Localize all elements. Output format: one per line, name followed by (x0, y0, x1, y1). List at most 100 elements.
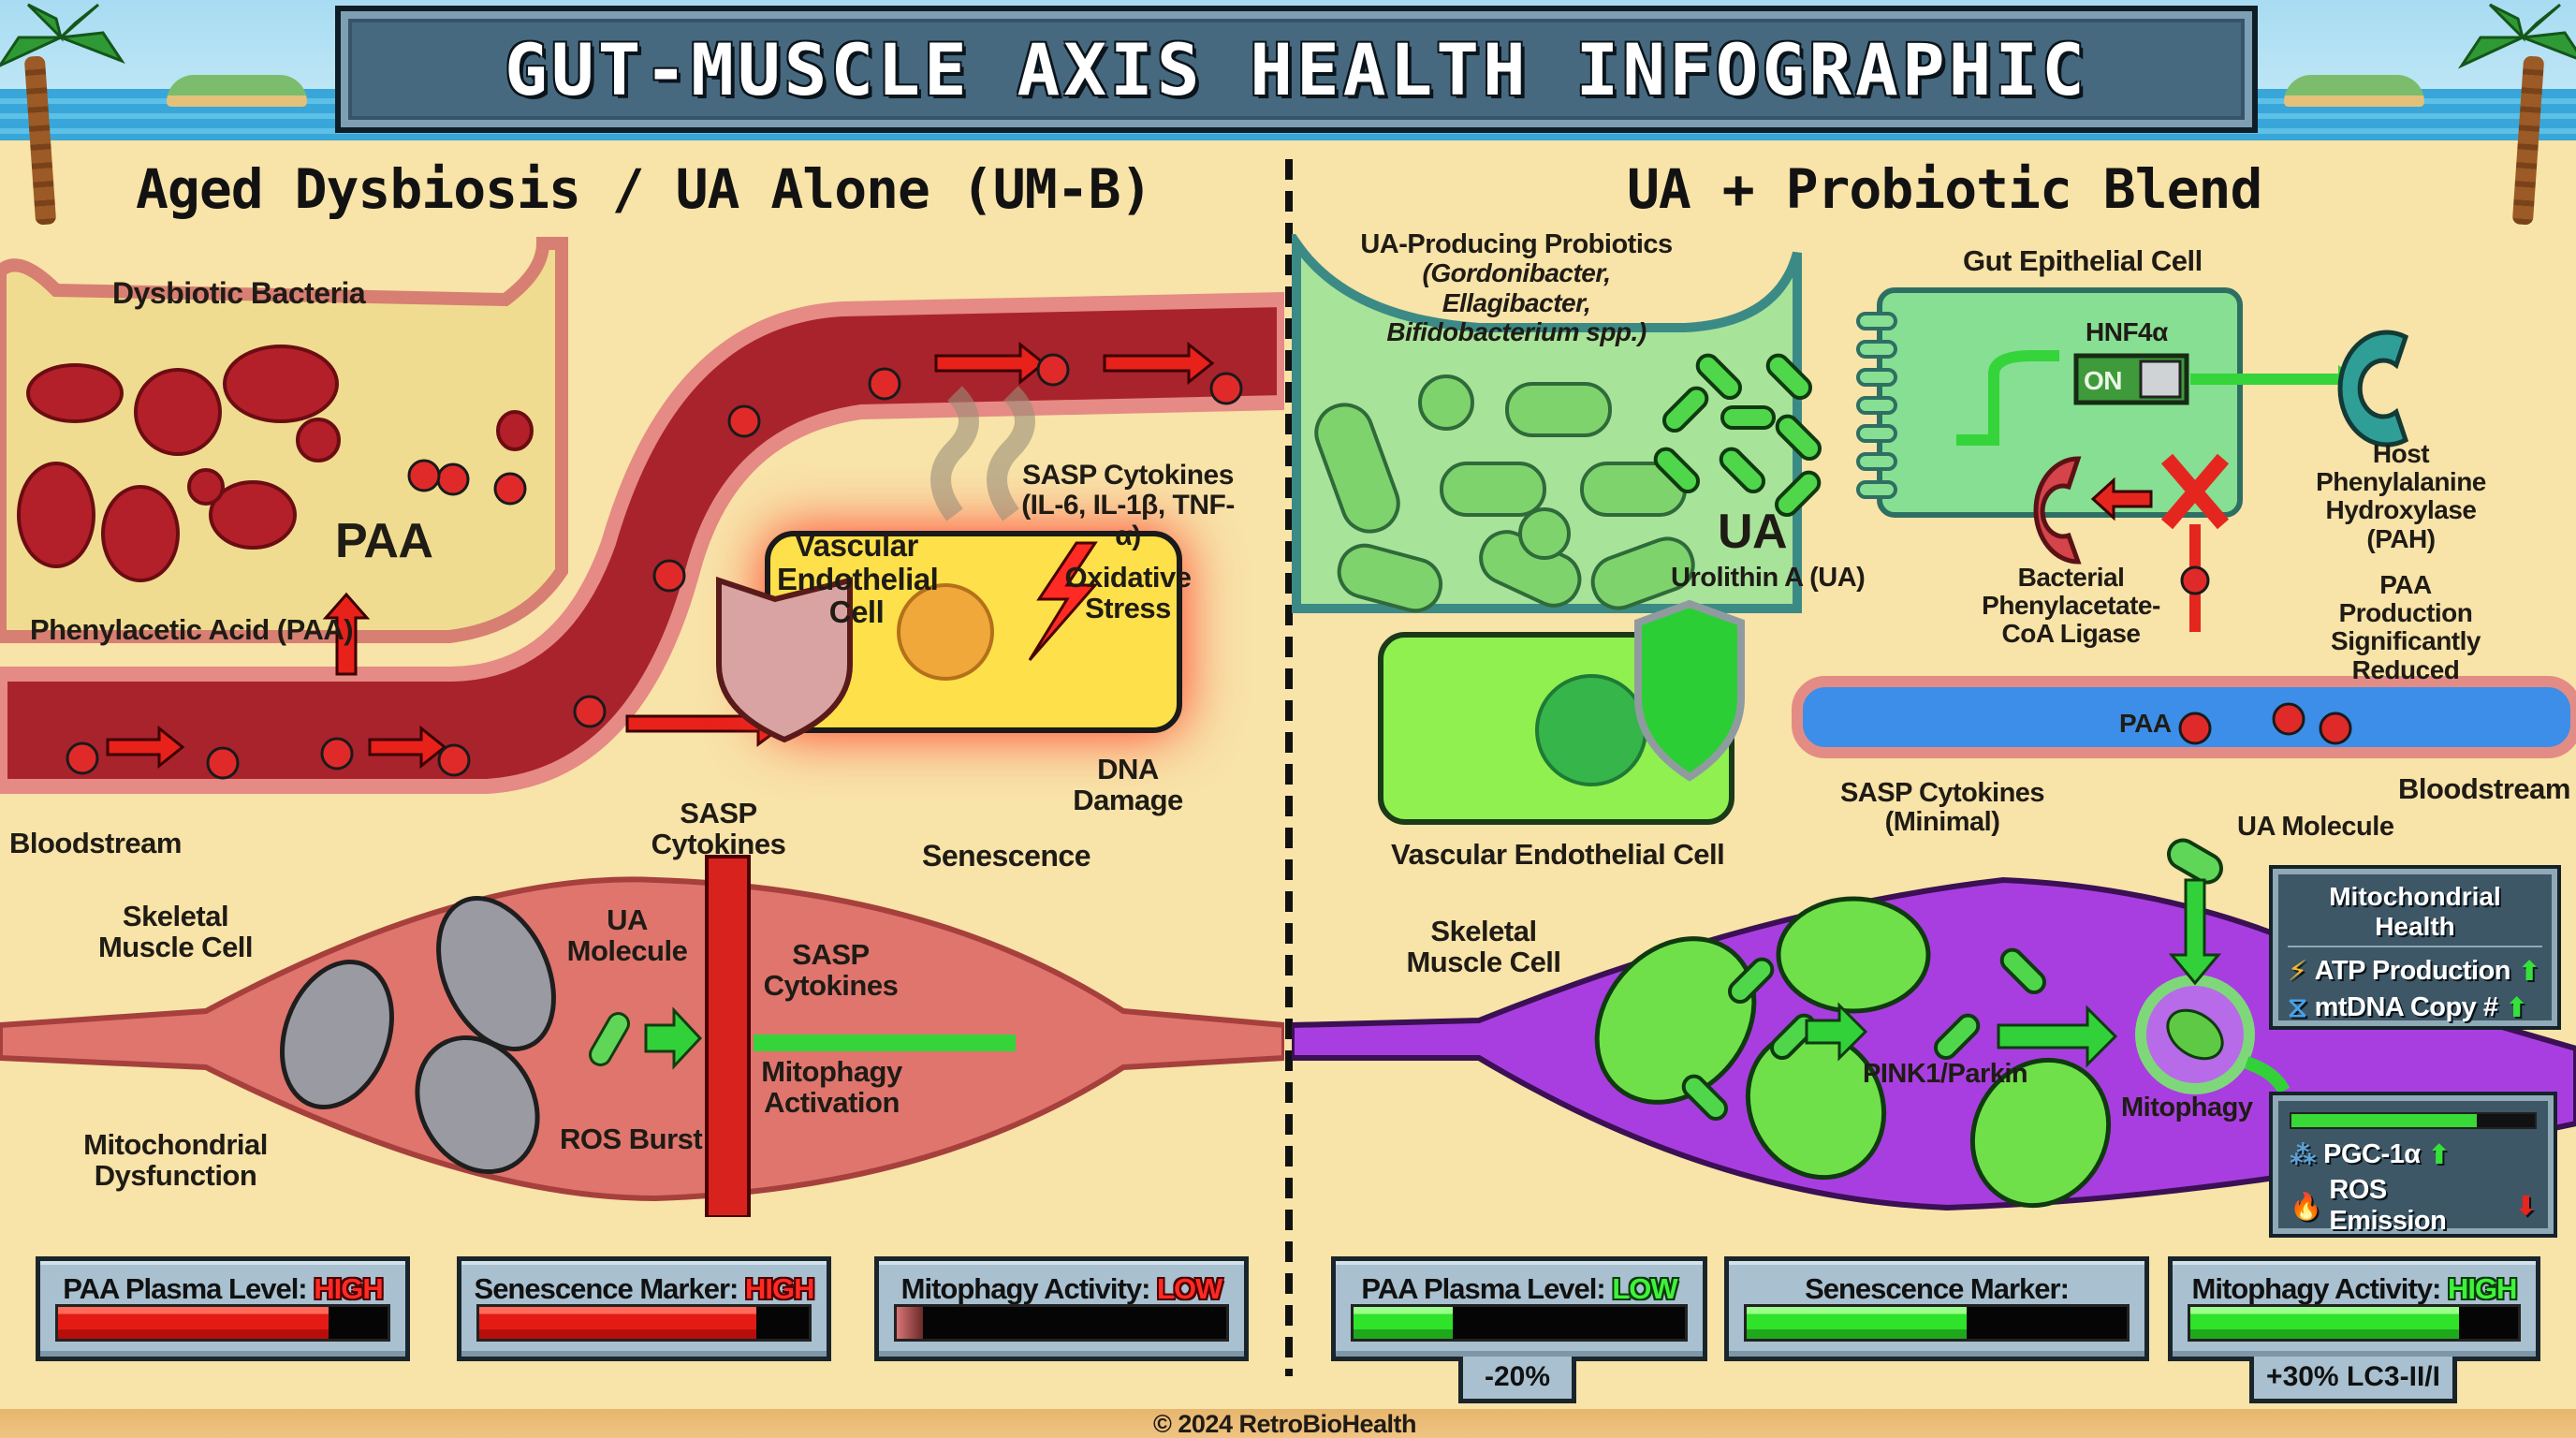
progress-fill (2291, 1114, 2477, 1127)
pah-enzyme-icon (2337, 330, 2409, 448)
label-vascular-endothelial-cell-right: Vascular Endothelial Cell (1391, 838, 1725, 871)
label-oxidative-stress: Oxidative Stress (1064, 561, 1192, 625)
switch-on-label: ON (2084, 366, 2123, 395)
label-dna-damage: DNA Damage (1073, 753, 1183, 817)
palm-leaves-icon (2457, 3, 2576, 69)
arrow-up-icon: ⬆ (2518, 957, 2540, 987)
label-mitophagy-activation: Mitophagy Activation (761, 1055, 902, 1120)
arrow-down-icon: ⬇ (2514, 1191, 2537, 1222)
label-paa-up: PAA (335, 514, 433, 568)
nucleus (897, 583, 994, 681)
arrow-up-icon (322, 592, 371, 676)
smoke-icon (987, 386, 1035, 521)
ua-pill-icon (2167, 838, 2223, 885)
atp-row: ⚡ ATP Production ⬆ (2288, 956, 2540, 987)
arrow-left-icon (2090, 477, 2153, 521)
label-sasp-cytokines-top: SASP Cytokines(IL-6, IL-1β, TNF-α) (1021, 460, 1235, 551)
probiotic-bacteria-cluster (1314, 374, 1695, 613)
stat-label: Senescence Marker: (474, 1272, 739, 1305)
right-diagram-art (1292, 234, 2576, 1211)
arrow-curve-icon (2244, 1056, 2291, 1094)
island-right (2284, 75, 2424, 107)
mitochondrial-health-panel: Mitochondrial Health ⚡ ATP Production ⬆ … (2269, 865, 2561, 1030)
panel-title: Mitochondrial Health (2288, 882, 2542, 947)
stat-value: LOW (1157, 1272, 1222, 1305)
progress-track (476, 1304, 812, 1342)
stat-value: HIGH (744, 1272, 814, 1305)
progress-fill (897, 1307, 924, 1339)
arrow-right-icon (644, 1006, 703, 1070)
ua-pill-icons (1653, 353, 1822, 518)
stat-left-senescence-marker: Senescence Marker: HIGH (457, 1256, 831, 1361)
stat-right-senescence-marker: Senescence Marker: DECREASED (1724, 1256, 2149, 1361)
lightning-icon: ⚡ (2288, 956, 2307, 987)
label-ua-up: UA (1718, 505, 1788, 559)
stat-label: Senescence Marker: (1805, 1272, 2070, 1305)
right-section-title: UA + Probiotic Blend (1627, 157, 2262, 221)
progress-track (55, 1304, 390, 1342)
arrow-right-icon (1997, 1005, 2118, 1068)
stat-label: Mitophagy Activity: (900, 1272, 1151, 1305)
dna-icon: ⧖ (2288, 991, 2307, 1023)
progress-fill (2190, 1307, 2459, 1339)
label-ua-molecule-right: UA Molecule (2237, 812, 2394, 842)
fire-icon: 🔥 (2290, 1191, 2322, 1221)
label-skeletal-muscle-cell-right: Skeletal Muscle Cell (1406, 915, 1561, 979)
label-sasp-minimal: SASP Cytokines (Minimal) (1839, 778, 2045, 838)
label-ua-molecule-left: UA Molecule (566, 903, 688, 968)
label-pink1-parkin: PINK1/Parkin (1863, 1059, 2028, 1089)
label-sasp-cytokines-right: SASP Cytokines (763, 938, 899, 1003)
arrow-right-icon (1805, 1002, 1868, 1062)
mtdna-row: ⧖ mtDNA Copy # ⬆ (2288, 991, 2528, 1024)
progress-fill (479, 1307, 756, 1339)
stat-left-paa-plasma: PAA Plasma Level: HIGH (36, 1256, 410, 1361)
label-probiotics: UA-Producing Probiotics(Gordonibacter, E… (1360, 229, 1673, 346)
page-title: GUT-MUSCLE AXIS HEALTH INFOGRAPHIC (505, 27, 2088, 111)
shield-check-icon (1634, 599, 1745, 782)
progress-track (2188, 1304, 2521, 1342)
nucleus (1535, 674, 1647, 786)
label-bloodstream-right: Bloodstream (2398, 772, 2570, 805)
stat-value: HIGH (2447, 1272, 2517, 1305)
ua-pill-icon (589, 1012, 630, 1066)
sasp-brick-wall (705, 855, 751, 1217)
progress-fill (1354, 1307, 1454, 1339)
dysbiotic-bacteria-cluster (17, 345, 534, 582)
progress-track (1351, 1304, 1688, 1342)
label-sasp-cytokines-wall: SASP Cytokines (651, 797, 786, 861)
skeletal-muscle-cell-left (0, 876, 1284, 1202)
stat-right-paa-plasma: PAA Plasma Level: LOW (1331, 1256, 1707, 1361)
arrow-up-icon: ⬆ (2505, 993, 2528, 1023)
blocked-x-icon (2160, 453, 2230, 530)
label-paa-reduced: PAA Production Significantly Reduced (2331, 570, 2481, 684)
stat-right-mitophagy-activity: Mitophagy Activity: HIGH (2168, 1256, 2540, 1361)
microvilli (1856, 312, 1897, 499)
paa-potion-icons (2178, 565, 2352, 745)
bloodstream-vessel-left (0, 291, 1284, 794)
label-mitophagy: Mitophagy (2121, 1093, 2253, 1123)
switch-knob (2139, 360, 2182, 399)
stat-label: PAA Plasma Level: (63, 1272, 307, 1305)
label-dysbiotic-bacteria: Dysbiotic Bacteria (112, 276, 366, 310)
left-section-title: Aged Dysbiosis / UA Alone (UM-B) (136, 157, 1152, 221)
label-bloodstream-left: Bloodstream (9, 827, 182, 859)
label-bacterial-ligase: Bacterial Phenylacetate-CoA Ligase (1982, 563, 2160, 649)
progress-track (1744, 1304, 2130, 1342)
paa-potion-icons (66, 353, 1243, 780)
footer-strip (0, 1409, 2576, 1438)
label-paa-blood: PAA (2119, 709, 2172, 738)
island-left (167, 75, 307, 107)
stat-label: PAA Plasma Level: (1361, 1272, 1605, 1305)
stat-note-paa: -20% (1458, 1357, 1576, 1403)
arrow-up-icon: ⬆ (2427, 1140, 2451, 1170)
smoke-icon (930, 386, 979, 521)
cracked-shield-icon (716, 576, 853, 743)
ros-row: 🔥 ROS Emission ⬇ (2290, 1175, 2537, 1236)
footer-copyright: © 2024 RetroBioHealth (1153, 1410, 1416, 1438)
pgc-progress-track (2290, 1112, 2537, 1129)
label-phenylacetic-acid: Phenylacetic Acid (PAA) (30, 613, 354, 646)
label-skeletal-muscle-cell-left: Skeletal Muscle Cell (97, 900, 254, 964)
section-divider (1285, 159, 1293, 1376)
progress-track (894, 1304, 1229, 1342)
label-ros-burst: ROS Burst (560, 1123, 703, 1155)
